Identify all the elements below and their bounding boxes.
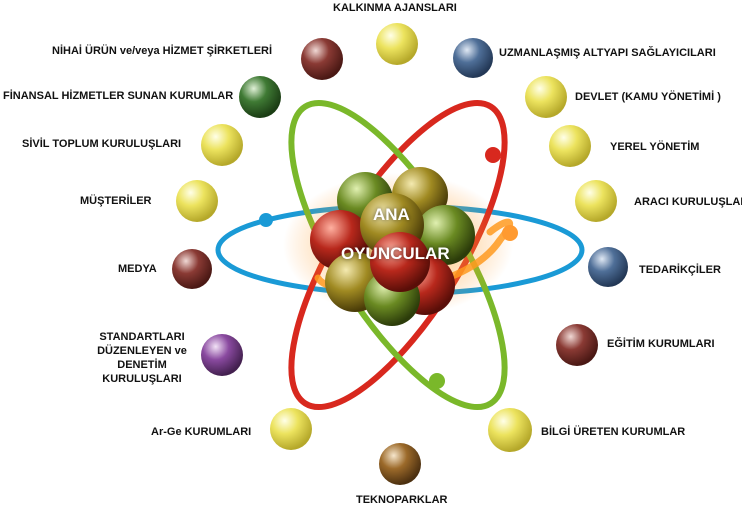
center-title-line2: OYUNCULAR: [341, 244, 450, 263]
nucleus-spark: [502, 225, 518, 241]
sphere-kalkinma: [376, 23, 418, 65]
sphere-tedarikci: [588, 247, 628, 287]
label-standartlari-duzenleyen: STANDARTLARI DÜZENLEYEN ve DENETİM KURUL…: [97, 331, 187, 385]
label-medya: MEDYA: [118, 263, 157, 275]
label-yerel-yonetim: YEREL YÖNETİM: [610, 141, 700, 153]
label-teknoparklar: TEKNOPARKLAR: [356, 494, 448, 506]
sphere-bilgi: [488, 408, 532, 452]
label-tedarikciler: TEDARİKÇİLER: [639, 264, 721, 276]
label-arge-kurumlari: Ar-Ge KURUMLARI: [151, 426, 252, 438]
sphere-sivil: [201, 124, 243, 166]
label-kalkinma-ajanslari: KALKINMA AJANSLARI: [333, 2, 457, 14]
nucleus: [310, 167, 475, 326]
sphere-standart: [201, 334, 243, 376]
green-electron: [429, 373, 445, 389]
center-title-line1: ANA: [373, 205, 410, 224]
red-electron: [485, 147, 501, 163]
sphere-finansal: [239, 76, 281, 118]
sphere-egitim: [556, 324, 598, 366]
sphere-araci: [575, 180, 617, 222]
sphere-medya: [172, 249, 212, 289]
label-araci-kuruluslar: ARACI KURULUŞLAR: [634, 196, 742, 208]
label-musteriler: MÜŞTERİLER: [80, 195, 152, 207]
sphere-devlet: [525, 76, 567, 118]
sphere-uzmanlasmis: [453, 38, 493, 78]
sphere-teknopark: [379, 443, 421, 485]
blue-electron: [259, 213, 273, 227]
label-egitim-kurumlari: EĞİTİM KURUMLARI: [607, 338, 715, 350]
label-uzmanlasmis-altyapi: UZMANLAŞMIŞ ALTYAPI SAĞLAYICILARI: [499, 47, 716, 59]
sphere-musteri: [176, 180, 218, 222]
label-finansal-hizmetler: FİNANSAL HİZMETLER SUNAN KURUMLAR: [3, 90, 234, 102]
label-devlet: DEVLET (KAMU YÖNETİMİ ): [575, 91, 721, 103]
sphere-yerel: [549, 125, 591, 167]
label-sivil-toplum: SİVİL TOPLUM KURULUŞLARI: [22, 138, 182, 150]
label-bilgi-ureten: BİLGİ ÜRETEN KURUMLAR: [541, 426, 686, 438]
sphere-nihai: [301, 38, 343, 80]
sphere-arge: [270, 408, 312, 450]
label-nihai-urun: NİHAİ ÜRÜN ve/veya HİZMET ŞİRKETLERİ: [52, 45, 273, 57]
